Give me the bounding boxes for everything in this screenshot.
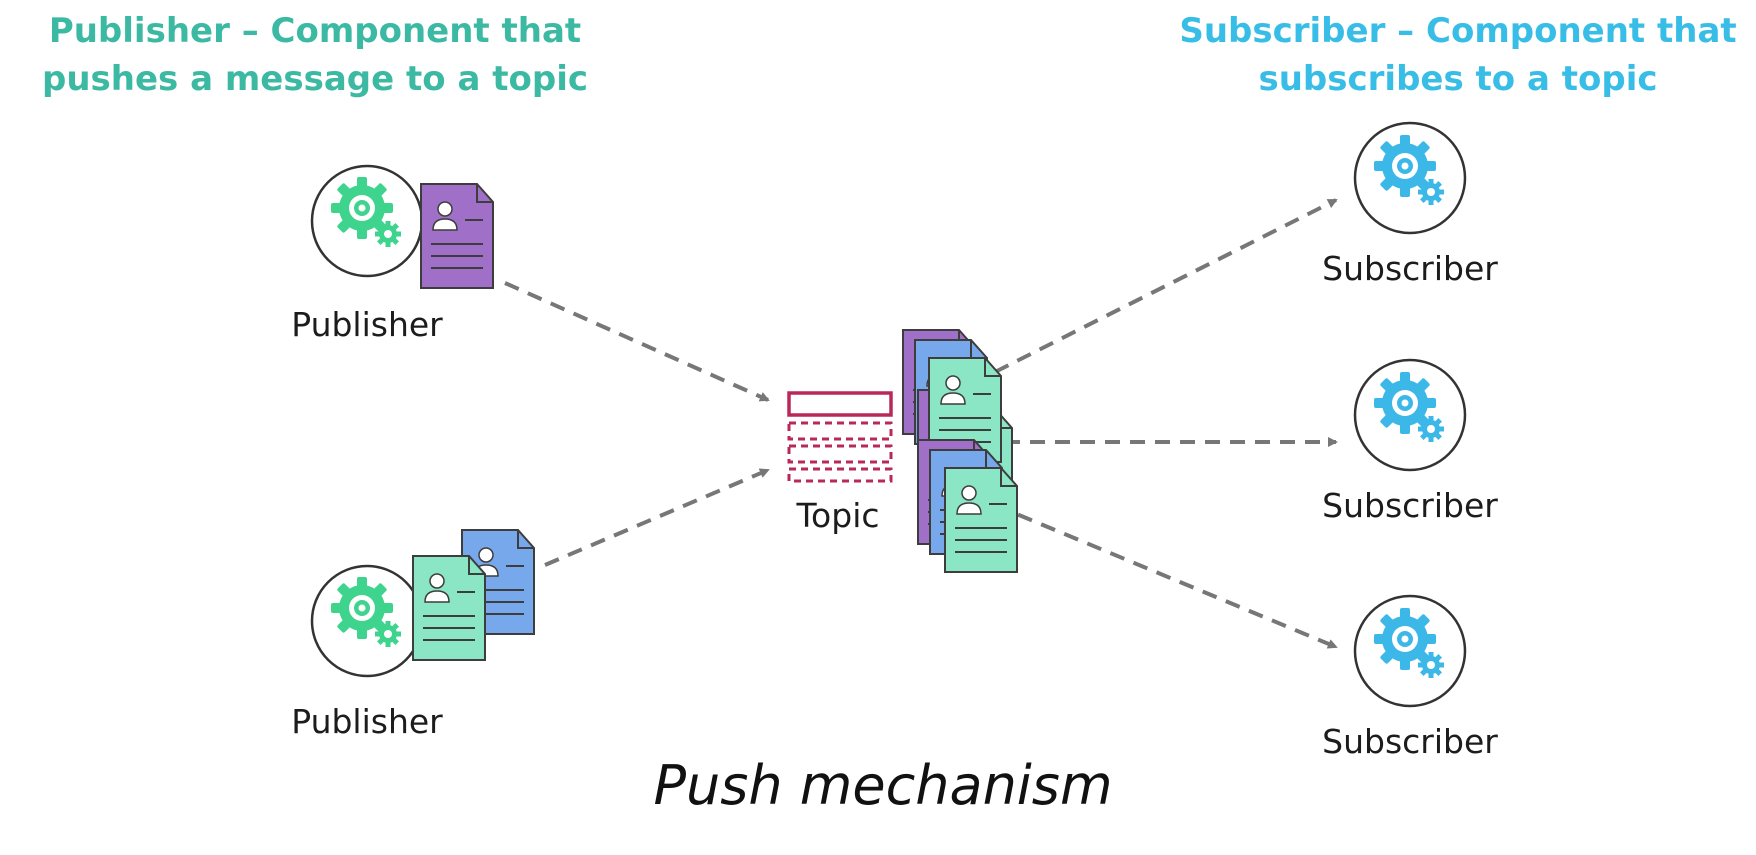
publisher-node-1: Publisher	[291, 164, 494, 344]
arrow-topic-to-subscriber3	[994, 503, 1338, 649]
publisher-label: Publisher	[291, 702, 443, 741]
publisher-node-2: Publisher	[291, 529, 535, 741]
publisher-header: Publisher – Component that pushes a mess…	[42, 11, 588, 99]
subscriber-header-line1: Subscriber – Component that	[1179, 11, 1736, 51]
message-document-icon	[412, 555, 486, 661]
arrow-topic-to-subscriber1	[994, 198, 1338, 374]
subscriber-node-1: Subscriber	[1322, 121, 1498, 288]
topic-message-stack	[902, 329, 1018, 573]
flow-arrows	[504, 198, 1338, 649]
topic-node: Topic	[787, 329, 1018, 573]
subscriber-header-line2: subscribes to a topic	[1258, 59, 1657, 99]
subscriber-label: Subscriber	[1322, 249, 1498, 288]
arrow-publisher1-to-topic	[504, 281, 770, 402]
subscriber-header: Subscriber – Component that subscribes t…	[1179, 11, 1736, 99]
subscriber-label: Subscriber	[1322, 486, 1498, 525]
publisher-label: Publisher	[291, 305, 443, 344]
publisher-header-line2: pushes a message to a topic	[42, 59, 588, 99]
subscriber-node-3: Subscriber	[1322, 594, 1498, 761]
message-document-icon	[420, 183, 494, 289]
arrow-publisher2-to-topic	[544, 468, 770, 567]
message-document-icon	[944, 467, 1018, 573]
subscriber-node-2: Subscriber	[1322, 358, 1498, 525]
topic-queue-icon	[787, 391, 893, 483]
topic-label: Topic	[796, 496, 880, 535]
publisher-header-line1: Publisher – Component that	[49, 11, 581, 51]
diagram-caption: Push mechanism	[653, 754, 1112, 817]
subscriber-label: Subscriber	[1322, 722, 1498, 761]
